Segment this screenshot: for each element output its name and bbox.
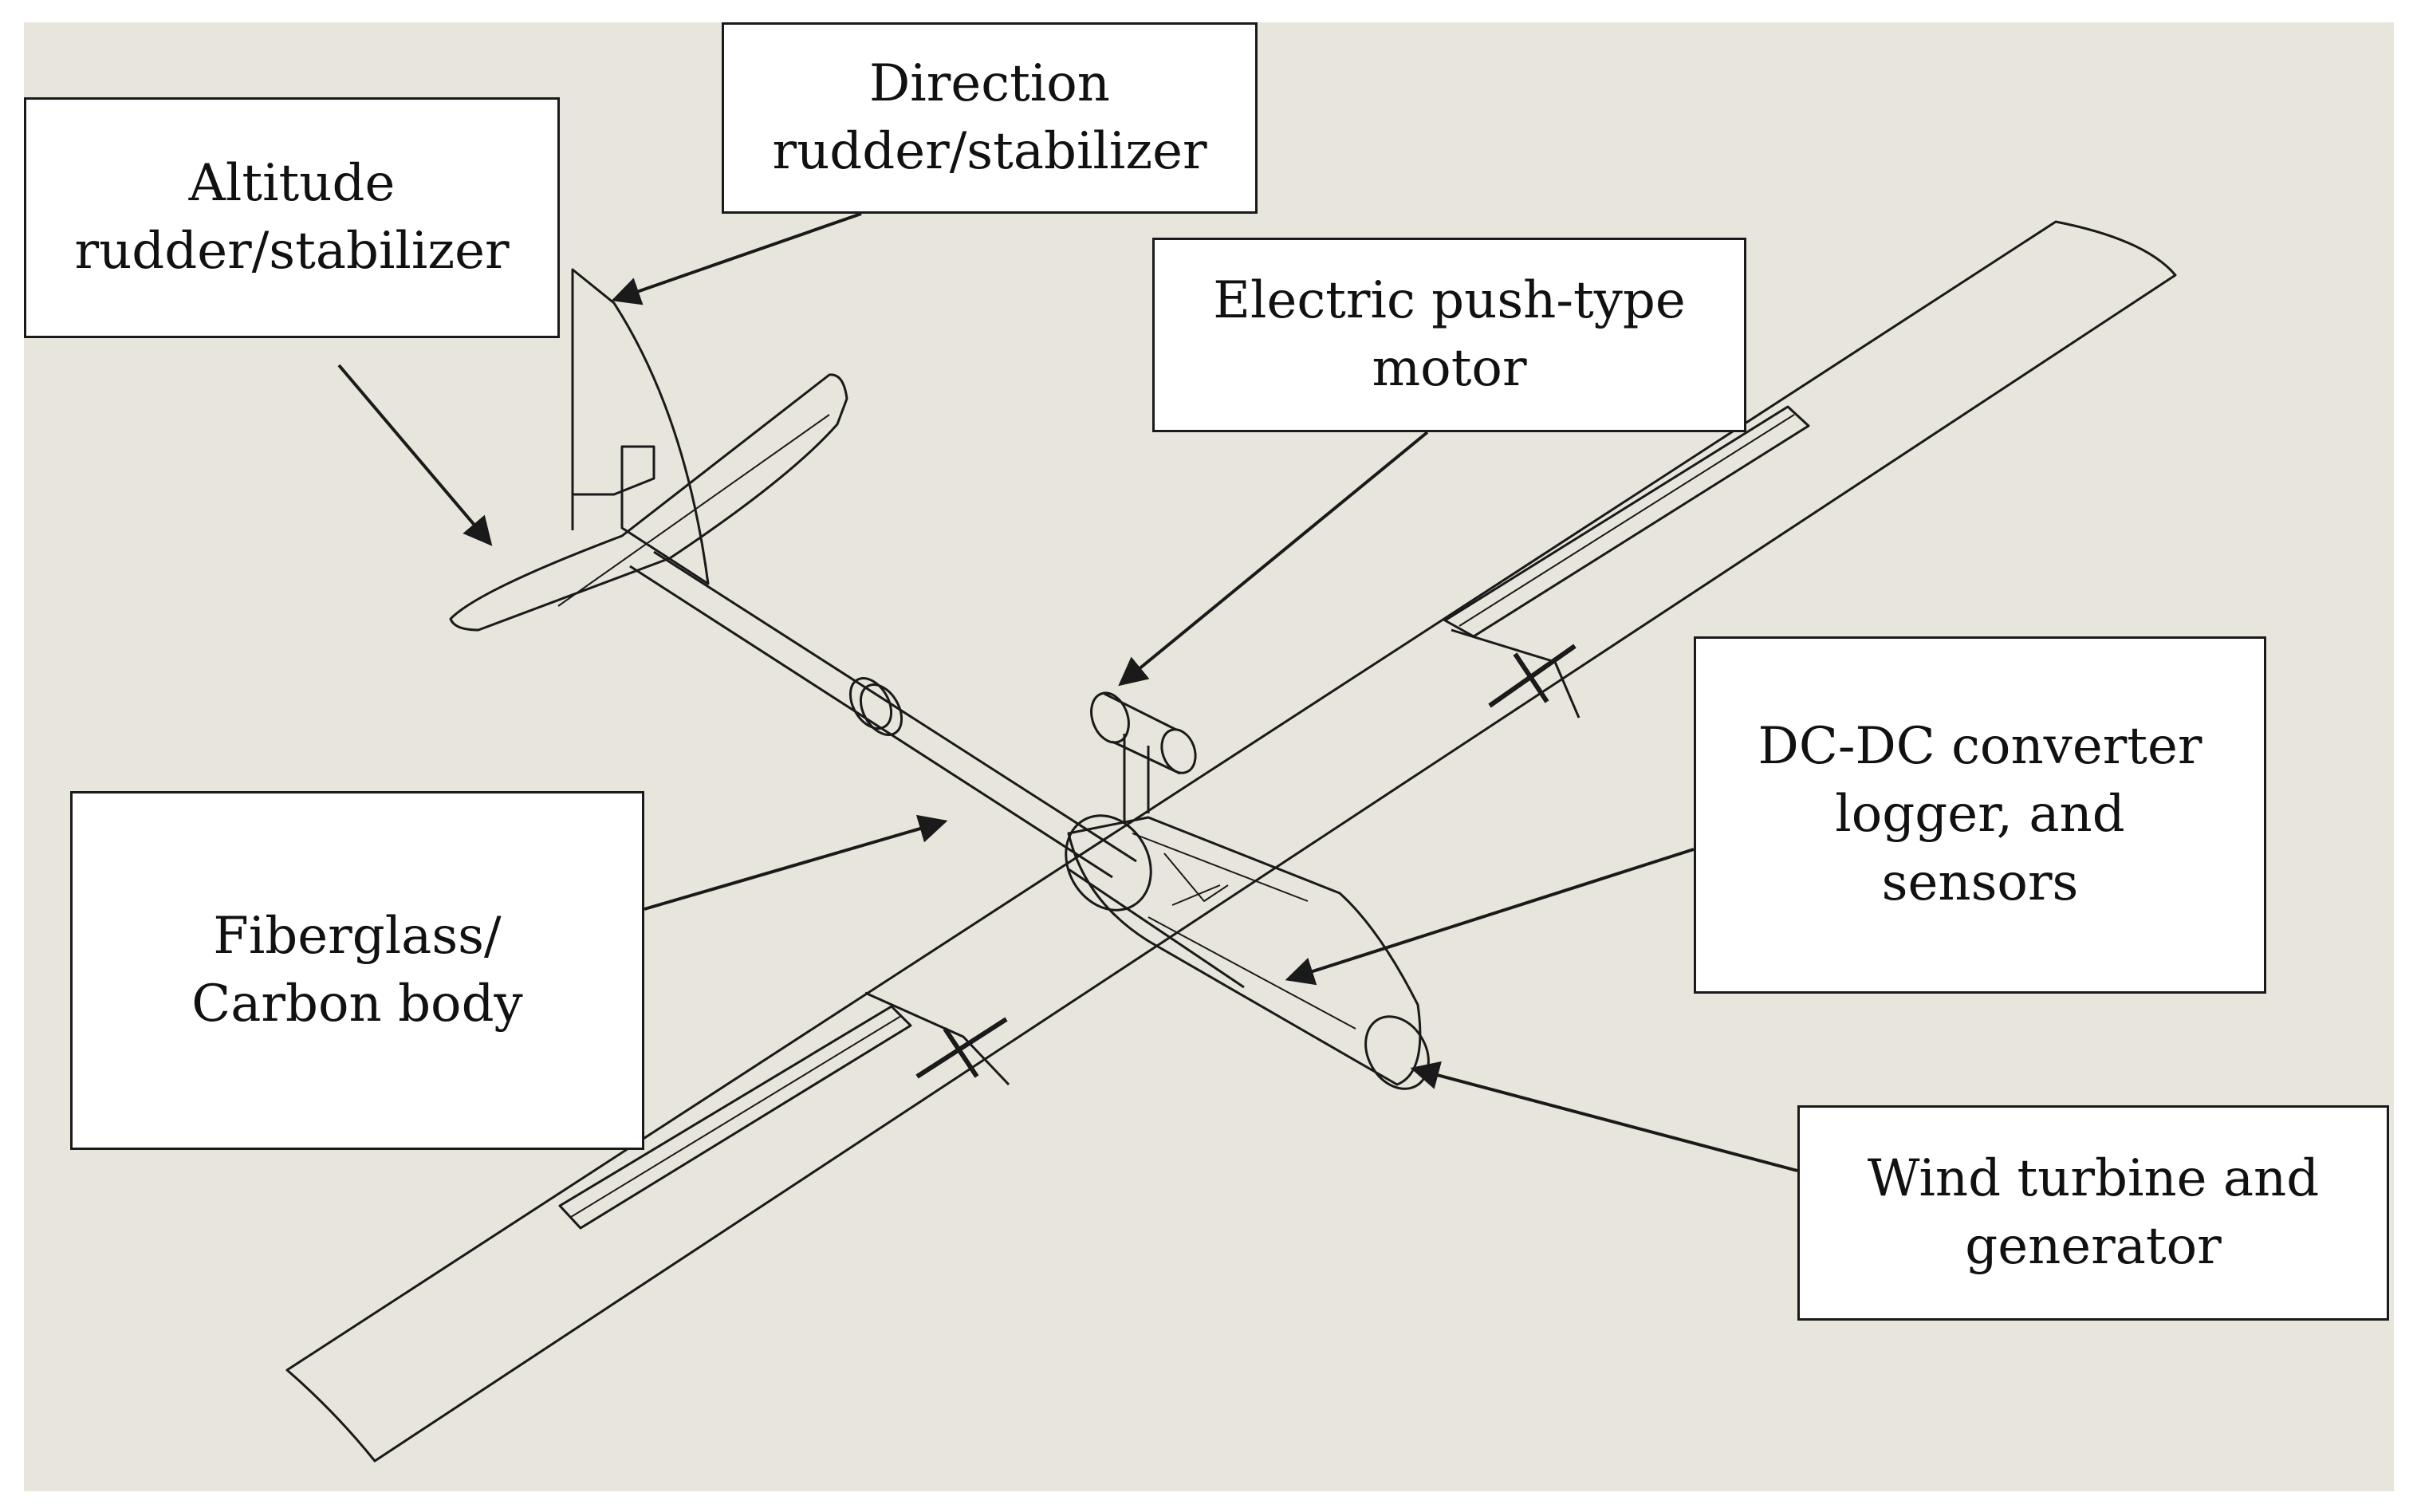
left-propeller [915, 1017, 1008, 1079]
fuselage-frame [1132, 833, 1356, 1030]
label-wind-turbine: Wind turbine and generator [1797, 1105, 2389, 1321]
motor-cylinder [1104, 692, 1181, 775]
label-direction-rudder: Direction rudder/stabilizer [722, 22, 1258, 214]
arrow-body [644, 814, 948, 911]
right-aileron [1443, 405, 1810, 638]
motor-end [1160, 728, 1197, 774]
vertical-stabilizer [571, 268, 710, 585]
tail-boom [629, 550, 1137, 879]
label-body-text: Fiberglass/ Carbon body [191, 906, 523, 1034]
label-altitude-rudder: Altitude rudder/stabilizer [24, 97, 560, 338]
arrow-motor [1118, 431, 1429, 687]
boom-joint [848, 677, 893, 730]
label-motor-text: Electric push-type motor [1213, 270, 1686, 398]
fuselage-pod [1067, 816, 1422, 1086]
label-turbine-text: Wind turbine and generator [1867, 1148, 2320, 1276]
right-propeller [1488, 644, 1577, 708]
fuselage-nose [1065, 814, 1152, 912]
left-aileron-inner [570, 1015, 902, 1218]
stabilizer-elevator [557, 414, 830, 607]
label-dcdc-text: DC-DC converter logger, and sensors [1758, 717, 2202, 912]
label-dcdc-converter: DC-DC converter logger, and sensors [1694, 636, 2266, 994]
horizontal-stabilizer [449, 373, 848, 632]
boom-joint-2 [859, 683, 903, 736]
right-aileron-inner [1458, 414, 1795, 627]
wing-root-line [1068, 868, 1245, 989]
aircraft-drawing [285, 220, 2177, 1463]
left-aileron [558, 1005, 912, 1230]
label-electric-motor: Electric push-type motor [1152, 238, 1746, 432]
label-body: Fiberglass/ Carbon body [70, 791, 644, 1150]
arrow-turbine [1410, 1061, 1798, 1172]
leader-lines [337, 212, 1798, 1172]
arrow-altitude [337, 364, 493, 546]
motor-body [1090, 691, 1130, 744]
label-direction-text: Direction rudder/stabilizer [772, 53, 1207, 181]
main-wing [285, 220, 2177, 1463]
left-propeller-pylon [864, 991, 1010, 1086]
label-altitude-text: Altitude rudder/stabilizer [74, 153, 510, 281]
arrow-direction [611, 212, 862, 305]
right-propeller-pylon [1451, 628, 1580, 719]
arrow-dcdc [1285, 848, 1695, 986]
